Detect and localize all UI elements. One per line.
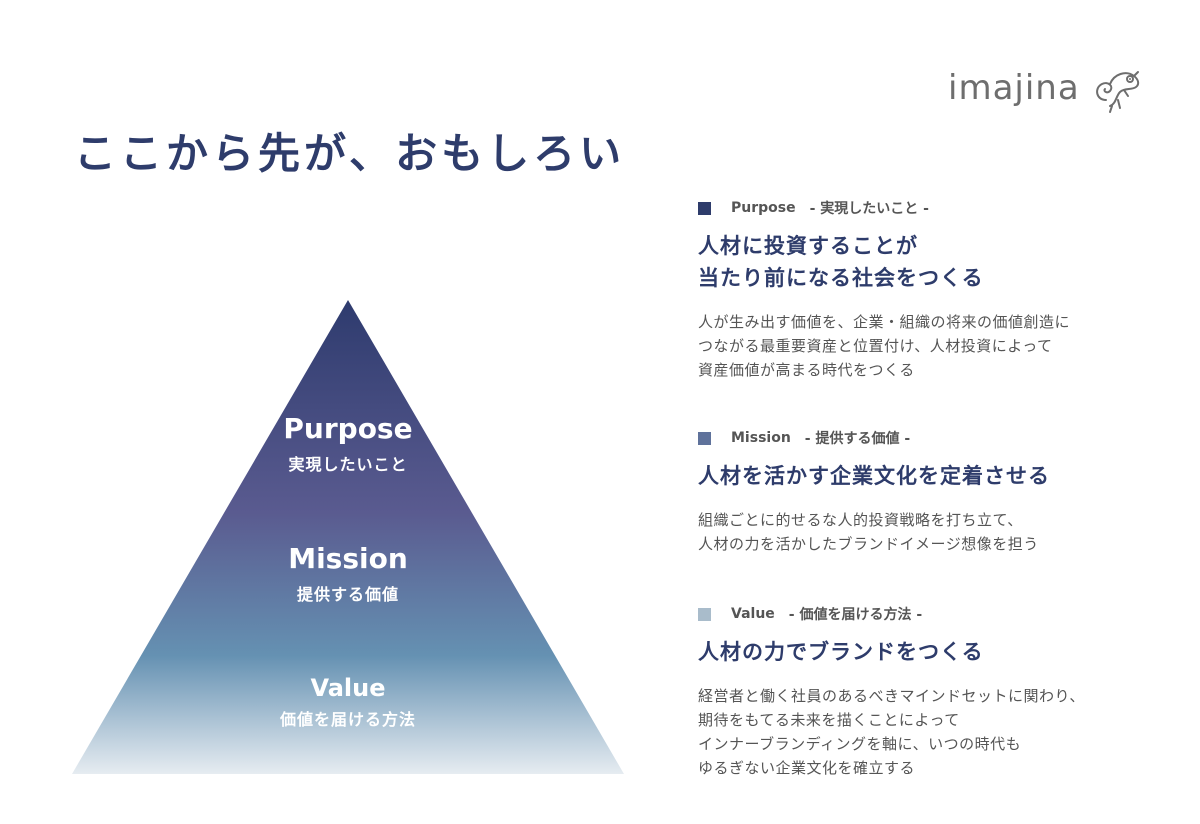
section-body: 組織ごとに的せるな人的投資戦略を打ち立て、 人材の力を活かしたブランドイメージ想… xyxy=(698,508,1168,556)
section-title-line: 人材を活かす企業文化を定着させる xyxy=(698,464,1050,488)
section-header: Value - 価値を届ける方法 - xyxy=(698,604,1168,624)
section-title: 人材を活かす企業文化を定着させる xyxy=(698,460,1168,492)
section-title-line: 人材に投資することが xyxy=(698,234,918,258)
section-body-line: 人材の力を活かしたブランドイメージ想像を担う xyxy=(698,535,1039,553)
brand-logo: imajina xyxy=(948,60,1144,116)
section-body-line: インナーブランディングを軸に、いつの時代も xyxy=(698,735,1022,753)
pyramid-level-ja: 価値を届ける方法 xyxy=(279,710,416,729)
pyramid-level-mission: Mission 提供する価値 xyxy=(70,542,626,605)
section-label-en: Purpose xyxy=(731,200,796,216)
section-body-line: ゆるぎない企業文化を確立する xyxy=(698,759,916,777)
section-body-line: 経営者と働く社員のあるべきマインドセットに関わり、 xyxy=(698,687,1085,705)
section-purpose: Purpose - 実現したいこと - 人材に投資することが 当たり前になる社会… xyxy=(698,198,1168,382)
pyramid-diagram xyxy=(72,300,624,774)
logo-text: imajina xyxy=(948,68,1080,108)
pyramid-level-en: Purpose xyxy=(283,412,413,445)
page-title: ここから先が、おもしろい xyxy=(74,129,626,178)
section-label-ja: - 実現したいこと - xyxy=(809,201,929,217)
pyramid-level-ja: 実現したいこと xyxy=(288,455,408,474)
section-marker xyxy=(698,607,711,621)
section-label-en: Mission xyxy=(731,430,791,446)
section-marker xyxy=(698,201,711,215)
section-value: Value - 価値を届ける方法 - 人材の力でブランドをつくる 経営者と働く社… xyxy=(698,604,1168,780)
pyramid-triangle xyxy=(72,300,624,774)
section-body-line: 資産価値が高まる時代をつくる xyxy=(698,361,915,379)
section-marker xyxy=(698,431,711,445)
section-body-line: 組織ごとに的せるな人的投資戦略を打ち立て、 xyxy=(698,511,1023,529)
section-label-ja: - 価値を届ける方法 - xyxy=(788,607,923,623)
section-header: Purpose - 実現したいこと - xyxy=(698,198,1168,218)
section-title-line: 人材の力でブランドをつくる xyxy=(698,640,984,664)
section-mission: Mission - 提供する価値 - 人材を活かす企業文化を定着させる 組織ごと… xyxy=(698,428,1168,556)
section-label-ja: - 提供する価値 - xyxy=(804,431,911,447)
pyramid-level-purpose: Purpose 実現したいこと xyxy=(70,412,626,475)
pyramid-level-value: Value 価値を届ける方法 xyxy=(70,674,626,730)
section-title: 人材に投資することが 当たり前になる社会をつくる xyxy=(698,230,1168,294)
chameleon-icon xyxy=(1095,71,1139,113)
pyramid-level-ja: 提供する価値 xyxy=(296,585,399,604)
section-label-en: Value xyxy=(731,606,775,622)
section-title-line: 当たり前になる社会をつくる xyxy=(698,266,984,290)
section-body-line: つながる最重要資産と位置付け、人材投資によって xyxy=(698,337,1053,355)
pyramid-level-en: Value xyxy=(310,674,386,702)
section-body-line: 人が生み出す価値を、企業・組織の将来の価値創造に xyxy=(698,313,1071,331)
section-body-line: 期待をもてる未来を描くことによって xyxy=(698,711,960,729)
section-header: Mission - 提供する価値 - xyxy=(698,428,1168,448)
section-title: 人材の力でブランドをつくる xyxy=(698,636,1168,668)
section-body: 経営者と働く社員のあるべきマインドセットに関わり、 期待をもてる未来を描くことに… xyxy=(698,684,1168,780)
pyramid-level-en: Mission xyxy=(288,542,408,575)
section-body: 人が生み出す価値を、企業・組織の将来の価値創造に つながる最重要資産と位置付け、… xyxy=(698,310,1168,382)
